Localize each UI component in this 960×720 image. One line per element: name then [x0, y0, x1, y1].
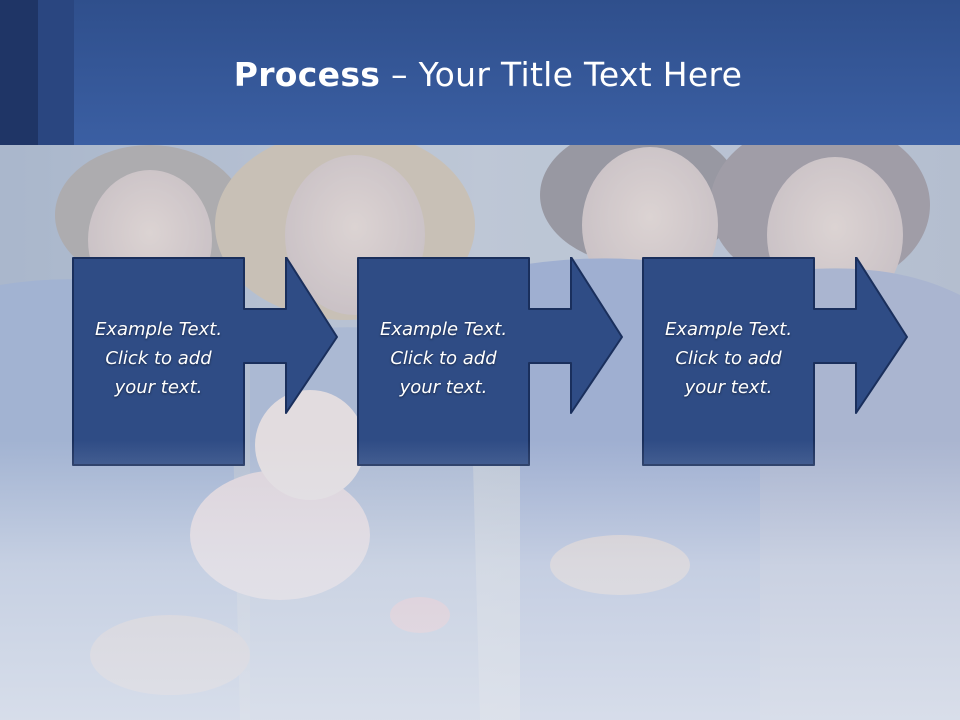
step-line: Click to add [390, 348, 497, 369]
step-line: Example Text. [379, 319, 508, 340]
step-line: Example Text. [94, 319, 223, 340]
title-rest: – Your Title Text Here [380, 55, 743, 94]
step-line: your text. [684, 377, 773, 398]
step-line: Click to add [675, 348, 782, 369]
step-line: Example Text. [664, 319, 793, 340]
header-accent-dark [0, 0, 38, 145]
step-line: your text. [114, 377, 203, 398]
process-step-2[interactable]: Example Text. Click to add your text. [357, 257, 695, 467]
title-bold: Process [233, 55, 381, 94]
process-step-1[interactable]: Example Text. Click to add your text. [72, 257, 410, 467]
step-text: Example Text. Click to add your text. [72, 315, 245, 402]
process-step-3[interactable]: Example Text. Click to add your text. [642, 257, 960, 467]
step-line: your text. [399, 377, 488, 398]
header-accent-mid [38, 0, 74, 145]
header-band: Process – Your Title Text Here [0, 0, 960, 145]
step-line: Click to add [105, 348, 212, 369]
slide-title[interactable]: Process – Your Title Text Here [0, 50, 960, 100]
step-text: Example Text. Click to add your text. [642, 315, 815, 402]
step-text: Example Text. Click to add your text. [357, 315, 530, 402]
reflection-fade [0, 440, 960, 720]
